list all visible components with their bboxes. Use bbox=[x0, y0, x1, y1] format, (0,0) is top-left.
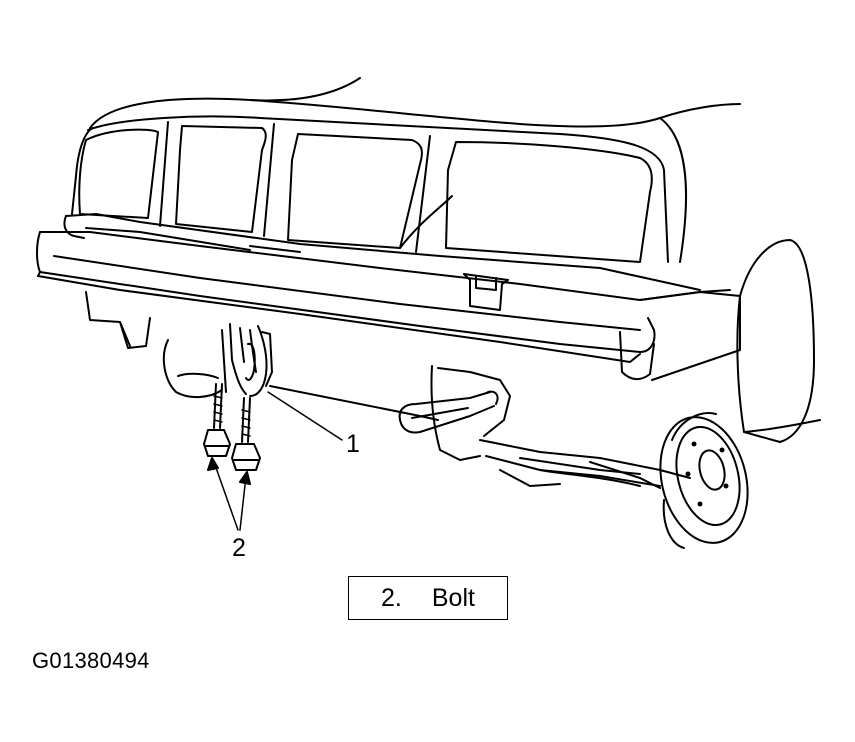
left-lower-structure bbox=[85, 291, 227, 398]
legend-number: 2. bbox=[381, 583, 402, 612]
axle bbox=[519, 457, 661, 489]
leader-line-1 bbox=[267, 391, 343, 441]
frame-rail bbox=[269, 365, 691, 487]
hood-outline bbox=[89, 77, 741, 263]
leader-lines-2 bbox=[207, 457, 251, 531]
callout-1-label: 1 bbox=[346, 430, 360, 458]
lower-bracket bbox=[229, 323, 273, 397]
tow-hook bbox=[398, 390, 499, 434]
figure-code: G01380494 bbox=[32, 648, 150, 673]
bolt-left bbox=[203, 383, 231, 457]
bumper-bar bbox=[36, 231, 741, 381]
legend-box: 2. Bolt bbox=[348, 576, 508, 620]
grille-frame bbox=[71, 115, 669, 263]
upper-bracket bbox=[463, 273, 509, 311]
fender bbox=[736, 239, 821, 443]
bumper-upper bbox=[63, 213, 701, 291]
callout-2-label: 2 bbox=[232, 534, 246, 562]
bolt-right bbox=[231, 397, 261, 471]
legend-label: Bolt bbox=[431, 583, 475, 612]
wheel-hub bbox=[659, 412, 749, 549]
